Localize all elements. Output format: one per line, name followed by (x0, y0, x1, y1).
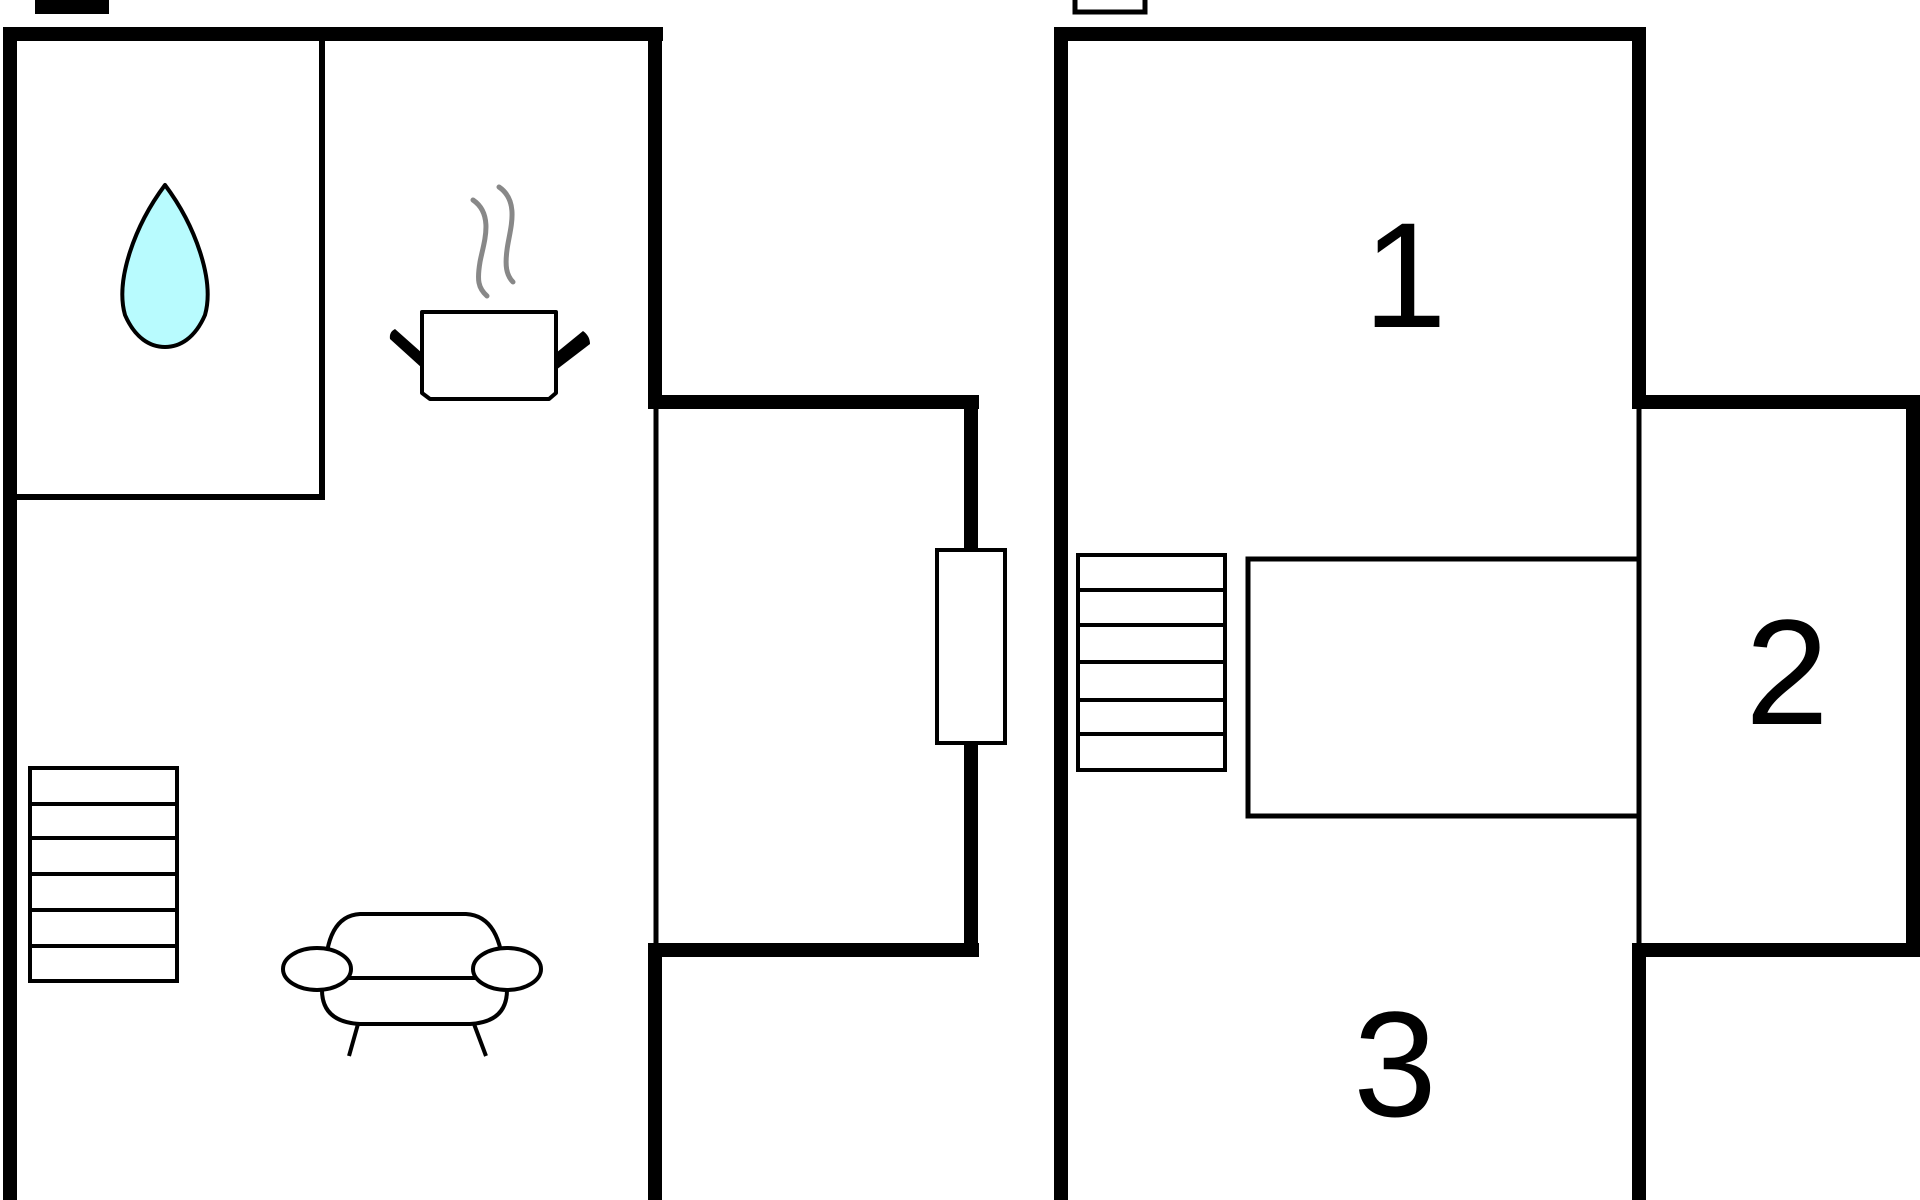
room-number-1: 1 (1363, 191, 1446, 359)
room-number-3: 3 (1353, 980, 1436, 1148)
window-icon (935, 548, 1007, 745)
door-marker (35, 0, 109, 14)
staircase-icon (28, 766, 179, 983)
sofa-leg-right (472, 1023, 488, 1057)
hatch-marker (1072, 0, 1148, 15)
steam-right (496, 184, 516, 285)
sofa-armrest-right (471, 946, 543, 992)
sofa-icon (281, 912, 543, 1057)
ground-floor (3, 0, 1007, 1200)
sofa-armrest-left (281, 946, 353, 992)
cooking-pot-icon (389, 184, 590, 401)
pot-handle-left (389, 329, 422, 368)
room-number-2: 2 (1745, 588, 1828, 756)
sofa-seat (320, 976, 509, 1026)
pot-handle-right (556, 331, 590, 370)
sofa-leg-left (347, 1023, 360, 1057)
upper-floor: 1 2 3 (1054, 0, 1920, 1200)
steam-left (470, 197, 490, 299)
water-drop-icon (120, 183, 210, 349)
pot-body (420, 310, 558, 401)
stairwell-opening (1245, 556, 1642, 819)
staircase-icon (1076, 553, 1227, 772)
